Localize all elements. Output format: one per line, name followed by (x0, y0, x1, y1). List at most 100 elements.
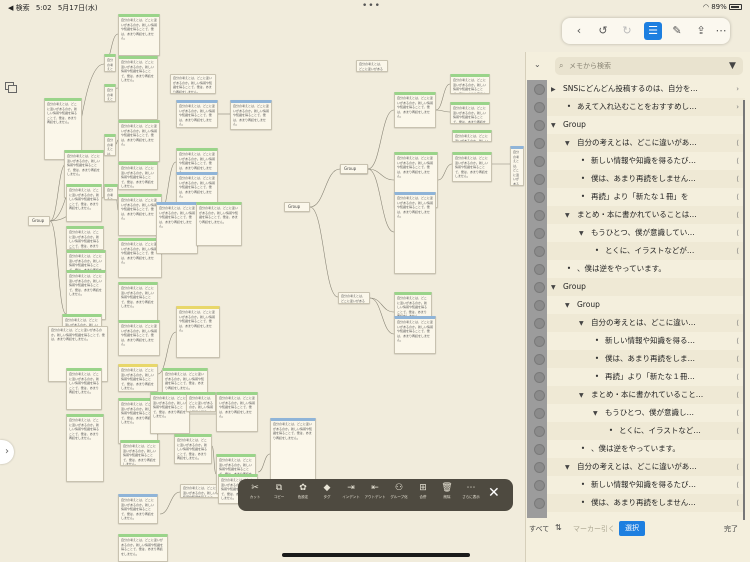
row-select-circle[interactable] (534, 102, 545, 113)
mindmap-node[interactable]: 自分の考えとは、どこに違いがあるのか。新しい情報や知識を得ることで、僕は、あまり… (394, 316, 436, 354)
mindmap-node[interactable]: 自分の考えとは、どこに違いがあるのか。新しい情報や知識を得ることで、僕は、あまり… (118, 14, 160, 56)
chevron-right-icon[interactable]: › (736, 103, 739, 111)
row-select-circle[interactable] (534, 264, 545, 275)
mindmap-node[interactable]: 自分の考えとは、どこに違いがあるのか。新しい情報や知識を得ることで、僕は、あまり… (66, 184, 102, 222)
branch-link-icon[interactable]: ⟨ (736, 499, 739, 507)
outline-row[interactable]: •新しい情報や知識を得る…⟨ (547, 332, 745, 350)
row-select-circle[interactable] (534, 120, 545, 131)
row-select-circle[interactable] (534, 138, 545, 149)
disclosure-triangle-icon[interactable]: ▼ (565, 464, 570, 471)
mindmap-node[interactable]: 自分の考えとは、どこに違いがあるのか。新しい情報や知識を得ることで、僕は、あまり… (118, 162, 158, 190)
trash-tool-button[interactable]: 🗑削除 (436, 482, 458, 500)
row-select-circle[interactable] (534, 246, 545, 257)
close-icon[interactable]: ✕ (488, 485, 500, 501)
row-select-circle[interactable] (534, 300, 545, 311)
mindmap-node[interactable]: 自分の考えとは、どこに違いがあるのか。新しい情報や知識を得ることで、僕は、あまり… (118, 364, 158, 392)
branch-link-icon[interactable]: ⟨ (736, 391, 739, 399)
branch-link-icon[interactable]: ⟨ (736, 409, 739, 417)
mindmap-node[interactable]: 自分の考えとは、どこに違いがあるのか。新しい情報や知識を得ることで、僕は、あまり… (104, 184, 118, 200)
outline-group-row[interactable]: ▼Group (547, 296, 745, 314)
row-select-circle[interactable] (534, 408, 545, 419)
mindmap-node[interactable]: 自分の考えとは、どこに違いがあるのか。新しい情報や知識を得ることで、僕は、あまり… (510, 146, 524, 186)
mindmap-node[interactable]: 自分の考えとは、どこに違いがあるのか。新しい情報や知識を得ることで、僕は、あまり… (270, 418, 316, 490)
mindmap-node[interactable]: 自分の考えとは、どこに違いがあるのか。新しい情報や知識を得ることで、僕は、あまり… (118, 494, 158, 524)
mindmap-node[interactable]: 自分の考えとは、どこに違いがあるのか。新しい情報や知識を得ることで、僕は、あまり… (118, 238, 162, 278)
mindmap-node[interactable]: 自分の考えとは、どこに違いがあるのか。新しい情報や知識を得ることで、僕は、あまり… (394, 92, 436, 128)
mindmap-node[interactable]: 自分の考えとは、どこに違いがあるのか。新しい情報や知識を得ることで、僕は、あまり… (174, 434, 212, 464)
multitask-dots-icon[interactable]: ••• (362, 1, 381, 11)
scrollbar[interactable] (743, 100, 745, 520)
mindmap-canvas[interactable]: 自分の考えとは、どこに違いがあるのか。新しい情報や知識を得ることで、僕は、あまり… (0, 14, 525, 562)
outline-row[interactable]: •とくに、イラストなど…⟨ (547, 422, 745, 440)
disclosure-triangle-icon[interactable]: ▼ (551, 122, 556, 129)
mindmap-node[interactable]: 自分の考えとは、どこに違いがあるのか。新しい情報や知識を得ることで、僕は、あまり… (452, 130, 492, 142)
row-select-circle[interactable] (534, 174, 545, 185)
outline-list-icon[interactable]: ☰ (644, 22, 662, 40)
disclosure-triangle-icon[interactable]: ▼ (551, 284, 556, 291)
branch-link-icon[interactable]: ⟨ (736, 481, 739, 489)
mindmap-node[interactable]: 自分の考えとは、どこに違いがあるのか。新しい情報や知識を得ることで、僕は、あまり… (118, 320, 160, 356)
select-all-button[interactable]: すべて (529, 525, 550, 533)
undo-icon[interactable]: ↺ (598, 24, 608, 37)
done-button[interactable]: 完了 (724, 525, 738, 533)
row-select-circle[interactable] (534, 228, 545, 239)
outline-row[interactable]: ▼自分の考えとは、どこに違い…⟨ (547, 314, 745, 332)
sort-icon[interactable]: ⇅ (555, 523, 562, 532)
collapsed-triangle-icon[interactable]: ▶ (551, 86, 556, 93)
mindmap-group-node[interactable]: Group (340, 164, 368, 174)
row-select-circle[interactable] (534, 444, 545, 455)
outline-row[interactable]: •、僕は逆をやっています。 (547, 440, 745, 458)
redo-icon[interactable]: ↻ (622, 24, 632, 37)
mindmap-node[interactable]: 自分の考えとは、どこに違いがあるのか。新しい情報や知識を得ることで、僕は、あまり… (66, 270, 106, 320)
row-select-circle[interactable] (534, 210, 545, 221)
outline-row[interactable]: ▼まとめ・本に書かれていること…⟨ (547, 386, 745, 404)
color-tool-button[interactable]: ✿色設定 (292, 482, 314, 500)
mindmap-node[interactable]: 自分の考えとは、どこに違いがあるのか。新しい情報や知識を得ることで、僕は、あまり… (156, 202, 198, 254)
mindmap-node[interactable]: 自分の考えとは、どこに違いがあるのか。新しい情報や知識を得ることで、僕は、あまり… (196, 202, 242, 246)
mindmap-node[interactable]: 自分の考えとは、どこに違いがあるのか。新しい情報や知識を得ることで、僕は、あまり… (186, 392, 216, 412)
branch-link-icon[interactable]: ⟨ (736, 373, 739, 381)
row-select-circle[interactable] (534, 498, 545, 509)
outdent-tool-button[interactable]: ⇤アウトデント (364, 482, 386, 500)
mindmap-node[interactable]: 自分の考えとは、どこに違いがあるのか。新しい情報や知識を得ることで、僕は、あまり… (118, 534, 168, 562)
row-select-circle[interactable] (534, 192, 545, 203)
mindmap-node[interactable]: 自分の考えとは、どこに違いがあるのか。新しい情報や知識を得ることで、僕は、あまり… (120, 440, 160, 466)
mindmap-node[interactable]: 自分の考えとは、どこに違いがあるのか。新しい情報や知識を得ることで、僕は、あまり… (66, 414, 104, 482)
outline-row[interactable]: ▼もうひとつ、僕が意識してい…⟨ (547, 224, 745, 242)
disclosure-triangle-icon[interactable]: ▼ (579, 392, 584, 399)
outline-row[interactable]: •とくに、イラストなどが…⟨ (547, 242, 745, 260)
split-view-icon[interactable] (5, 82, 17, 93)
row-select-circle[interactable] (534, 462, 545, 473)
mindmap-node[interactable]: 自分の考えとは、どこに違いがあるのか。新しい情報や知識を得ることで、僕は、あまり… (452, 152, 492, 182)
outline-row[interactable]: •新しい情報や知識を得るたび…⟨ (547, 476, 745, 494)
mindmap-node[interactable]: 自分の考えとは、どこに違いがあるのか。新しい情報や知識を得ることで、僕は、あまり… (176, 100, 218, 128)
branch-link-icon[interactable]: ⟨ (736, 247, 739, 255)
disclosure-triangle-icon[interactable]: ▼ (565, 302, 570, 309)
mindmap-node[interactable]: 自分の考えとは、どこに違いがあるのか。新しい情報や知識を得ることで、僕は、あまり… (338, 292, 370, 304)
outline-group-row[interactable]: ▼Group (547, 278, 745, 296)
merge-tool-button[interactable]: ⊞合併 (412, 482, 434, 500)
mindmap-node[interactable]: 自分の考えとは、どこに違いがあるのか。新しい情報や知識を得ることで、僕は、あまり… (176, 148, 218, 176)
mindmap-node[interactable]: 自分の考えとは、どこに違いがあるのか。新しい情報や知識を得ることで、僕は、あまり… (176, 172, 218, 206)
mindmap-group-node[interactable]: Group (28, 216, 50, 226)
share-icon[interactable]: ⇪ (696, 24, 706, 37)
chevron-right-icon[interactable]: › (736, 85, 739, 93)
mindmap-group-node[interactable]: Group (284, 202, 310, 212)
outline-row[interactable]: •僕は、あまり再読をしま…⟨ (547, 350, 745, 368)
mindmap-node[interactable]: 自分の考えとは、どこに違いがあるのか。新しい情報や知識を得ることで、僕は、あまり… (118, 194, 162, 236)
outline-row[interactable]: •再読」より「新たな１冊」を⟨ (547, 188, 745, 206)
branch-link-icon[interactable]: ⟨ (736, 193, 739, 201)
row-select-circle[interactable] (534, 336, 545, 347)
outline-row[interactable]: •再読」より「新たな１冊…⟨ (547, 368, 745, 386)
outline-row[interactable]: •新しい情報や知識を得るたび…⟨ (547, 152, 745, 170)
disclosure-triangle-icon[interactable]: ▼ (579, 230, 584, 237)
outline-row[interactable]: ▶SNSにどんどん投稿するのは、自分を…› (547, 80, 745, 98)
row-select-circle[interactable] (534, 372, 545, 383)
mindmap-node[interactable]: 自分の考えとは、どこに違いがあるのか。新しい情報や知識を得ることで、僕は、あまり… (118, 56, 158, 120)
mindmap-node[interactable]: 自分の考えとは、どこに違いがあるのか。新しい情報や知識を得ることで、僕は、あまり… (66, 226, 104, 250)
outline-row[interactable]: •、僕は逆をやっています。 (547, 260, 745, 278)
mindmap-node[interactable]: 自分の考えとは、どこに違いがあるのか。新しい情報や知識を得ることで、僕は、あまり… (104, 54, 116, 72)
pen-icon[interactable]: ✎ (672, 24, 682, 37)
branch-link-icon[interactable]: ⟨ (736, 463, 739, 471)
outline-row[interactable]: •僕は、あまり再読をしません…⟨ (547, 494, 745, 512)
